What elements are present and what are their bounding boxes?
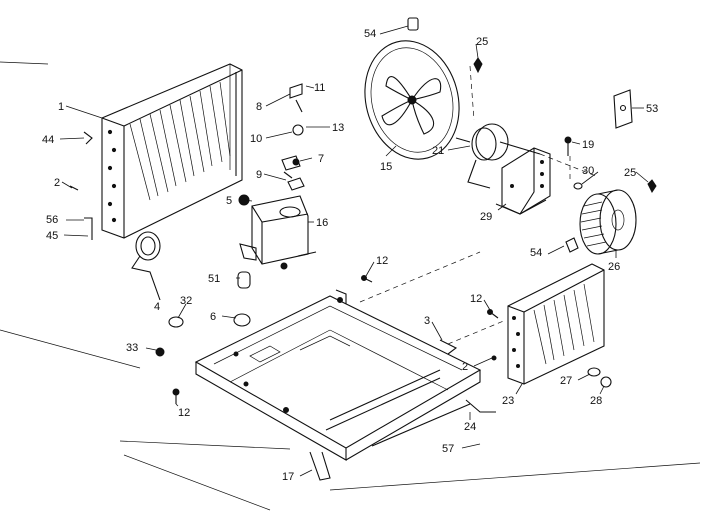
label-4: 4 [154,301,160,313]
label-28: 28 [590,395,602,407]
label-2a: 2 [54,177,60,189]
fan-blade-icon [364,40,460,160]
evaporator-coil-icon [507,263,605,385]
scan-artifact-lines [0,61,701,511]
label-17: 17 [282,471,294,483]
label-2b: 2 [462,361,468,373]
label-12a: 12 [178,407,190,419]
label-26: 26 [608,261,620,273]
label-9: 9 [256,169,262,181]
part-labels: 1 44 2 56 45 4 32 33 12 5 51 6 8 11 10 1… [42,28,658,483]
bracket-53 [613,89,633,129]
label-25a: 25 [476,36,488,48]
label-44: 44 [42,134,54,146]
label-8: 8 [256,101,262,113]
label-51: 51 [208,273,220,285]
condenser-coil-icon [101,63,243,239]
label-15: 15 [380,161,392,173]
drain-fittings [587,367,612,388]
compressor-icon [239,195,317,270]
assembly-dashed-lines [359,65,597,345]
fan-retainer [407,17,483,74]
label-29: 29 [480,211,492,223]
label-7: 7 [318,153,324,165]
base-screws [172,275,499,404]
label-12c: 12 [470,293,482,305]
label-32: 32 [180,295,192,307]
motor-bracket [495,147,551,215]
label-5: 5 [226,195,232,207]
valve-fittings [281,83,305,191]
compressor-small-parts [155,194,251,357]
label-45: 45 [46,230,58,242]
label-53: 53 [646,103,658,115]
label-27: 27 [560,375,572,387]
clip-54 [565,237,579,253]
label-13: 13 [332,122,344,134]
label-16: 16 [316,217,328,229]
label-54a: 54 [364,28,376,40]
label-57: 57 [442,443,454,455]
coil-hardware [69,131,93,240]
base-pan-icon [194,289,496,481]
label-24: 24 [464,421,476,433]
label-30: 30 [582,165,594,177]
label-12b: 12 [376,255,388,267]
label-25b: 25 [624,167,636,179]
label-56: 56 [46,214,58,226]
label-54b: 54 [530,247,542,259]
label-3: 3 [424,315,430,327]
label-11: 11 [314,82,325,94]
fan-motor-icon [455,123,541,189]
hardware-screws [564,136,657,193]
tube-coil-icon [131,231,161,301]
label-6: 6 [210,311,216,323]
blower-wheel-icon [579,189,637,255]
label-10: 10 [250,133,262,145]
label-1: 1 [58,101,64,113]
label-23: 23 [502,395,514,407]
label-19: 19 [582,139,594,151]
leader-lines [59,25,649,477]
label-33: 33 [126,342,138,354]
label-21: 21 [432,145,444,157]
